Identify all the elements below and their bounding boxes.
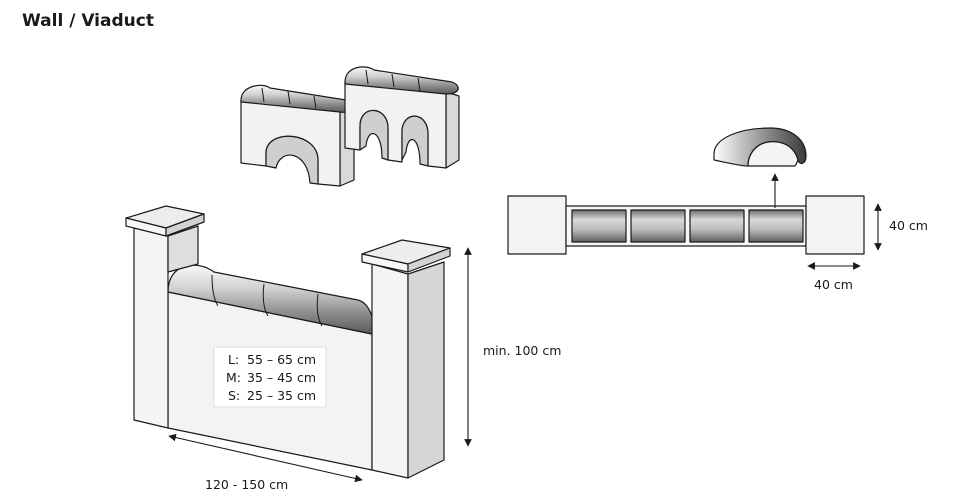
size-range-s: 25 – 35 cm [247,388,316,403]
size-key-m: M: [226,370,241,385]
size-table: L: 55 – 65 cm M: 35 – 45 cm S: 25 – 35 c… [226,352,316,403]
pillar-width-label: 40 cm [814,277,853,292]
coping-segment [689,209,745,243]
width-label: 120 - 150 cm [205,477,288,492]
size-table-box [213,346,327,408]
page-title: Wall / Viaduct [22,11,154,31]
size-range-m: 35 – 45 cm [247,370,316,385]
coping-segment [630,209,686,243]
pillar-top-left [507,195,567,255]
coping-segment [748,209,804,243]
size-range-l: 55 – 65 cm [247,352,316,367]
width-dimension-arrow [168,433,363,483]
wall-assembly [125,205,451,479]
depth-label: 40 cm [889,218,928,233]
half-pipe-piece [713,127,807,167]
arch-block-single [240,84,355,187]
height-label: min. 100 cm [483,343,561,358]
pillar-top-right [805,195,865,255]
size-key-s: S: [228,388,240,403]
coping-segment [571,209,627,243]
arch-block-double [344,66,460,169]
size-key-l: L: [228,352,239,367]
top-view [507,195,865,255]
